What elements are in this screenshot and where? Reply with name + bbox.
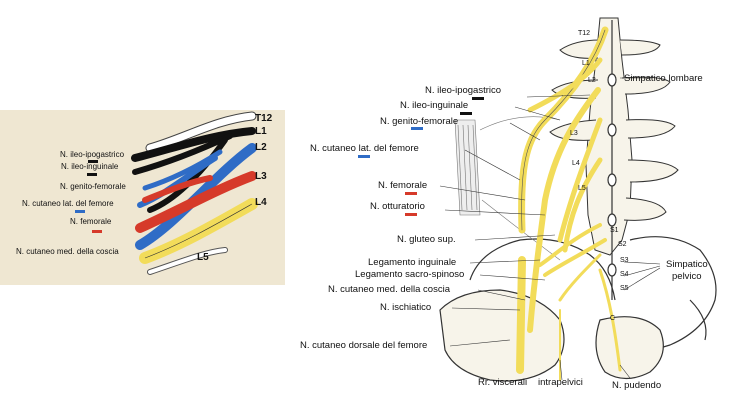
label-leg-inguinale: Legamento inguinale [368, 257, 456, 268]
label-simpatico-lombare: Simpatico lombare [624, 73, 703, 84]
label-genito-femorale-right: N. genito-femorale [380, 116, 458, 127]
legend-red [92, 230, 102, 233]
vert-l5: L5 [578, 185, 586, 192]
sacral-coccyx: C [610, 315, 615, 322]
level-l1: L1 [255, 126, 267, 137]
muscle-hatching [455, 117, 560, 260]
level-l2: L2 [255, 142, 267, 153]
sacral-s2: S2 [618, 241, 627, 248]
label-ischiatico: N. ischiatico [380, 302, 431, 313]
label-femorale-left: N. femorale [70, 217, 112, 226]
label-leg-sacro-spinoso: Legamento sacro-spinoso [355, 269, 464, 280]
label-pudendo: N. pudendo [612, 380, 661, 391]
label-genito-femorale-left: N. genito-femorale [60, 182, 126, 191]
vert-l1: L1 [582, 60, 590, 67]
vert-t12: T12 [578, 30, 590, 37]
label-cutaneo-lat-left: N. cutaneo lat. del femore [22, 199, 114, 208]
label-ileo-inguinale-right: N. ileo-inguinale [400, 100, 468, 111]
level-l4: L4 [255, 197, 267, 208]
level-t12: T12 [255, 113, 273, 124]
label-rr-viscerali: Rr. viscerali [478, 377, 527, 388]
label-cutaneo-lat-right: N. cutaneo lat. del femore [310, 143, 419, 154]
label-simpatico-pelvico-2: pelvico [672, 271, 702, 282]
vert-l4: L4 [572, 160, 580, 167]
legend-blue [75, 210, 85, 213]
label-cutaneo-dorsale: N. cutaneo dorsale del femore [300, 340, 427, 351]
label-otturatorio-right: N. otturatorio [370, 201, 425, 212]
right-anatomy: T12 L1 L2 L3 L4 L5 S1 S2 S3 S4 S5 C [300, 18, 716, 391]
label-cutaneo-med-right: N. cutaneo med. della coscia [328, 284, 451, 295]
vert-l2: L2 [588, 77, 596, 84]
legend-black-2 [87, 173, 97, 176]
sacral-s3: S3 [620, 257, 629, 264]
label-cutaneo-med-left: N. cutaneo med. della coscia [16, 247, 119, 256]
label-simpatico-pelvico-1: Simpatico [666, 259, 708, 270]
level-l3: L3 [255, 171, 267, 182]
label-femorale-right: N. femorale [378, 180, 427, 191]
label-ileo-inguinale-left: N. ileo-inguinale [61, 162, 119, 171]
sacral-s4: S4 [620, 271, 629, 278]
left-schematic: T12 L1 L2 L3 L4 L5 N. ileo-ipogastrico N… [0, 110, 285, 285]
label-ileo-ipogastrico-left: N. ileo-ipogastrico [60, 150, 125, 159]
label-intrapelvici: intrapelvici [538, 377, 583, 388]
level-l5: L5 [197, 252, 209, 263]
label-gluteo-sup: N. gluteo sup. [397, 234, 456, 245]
label-ileo-ipogastrico-right: N. ileo-ipogastrico [425, 85, 501, 96]
sacral-s1: S1 [610, 227, 619, 234]
sacral-s5: S5 [620, 285, 629, 292]
vert-l3: L3 [570, 130, 578, 137]
